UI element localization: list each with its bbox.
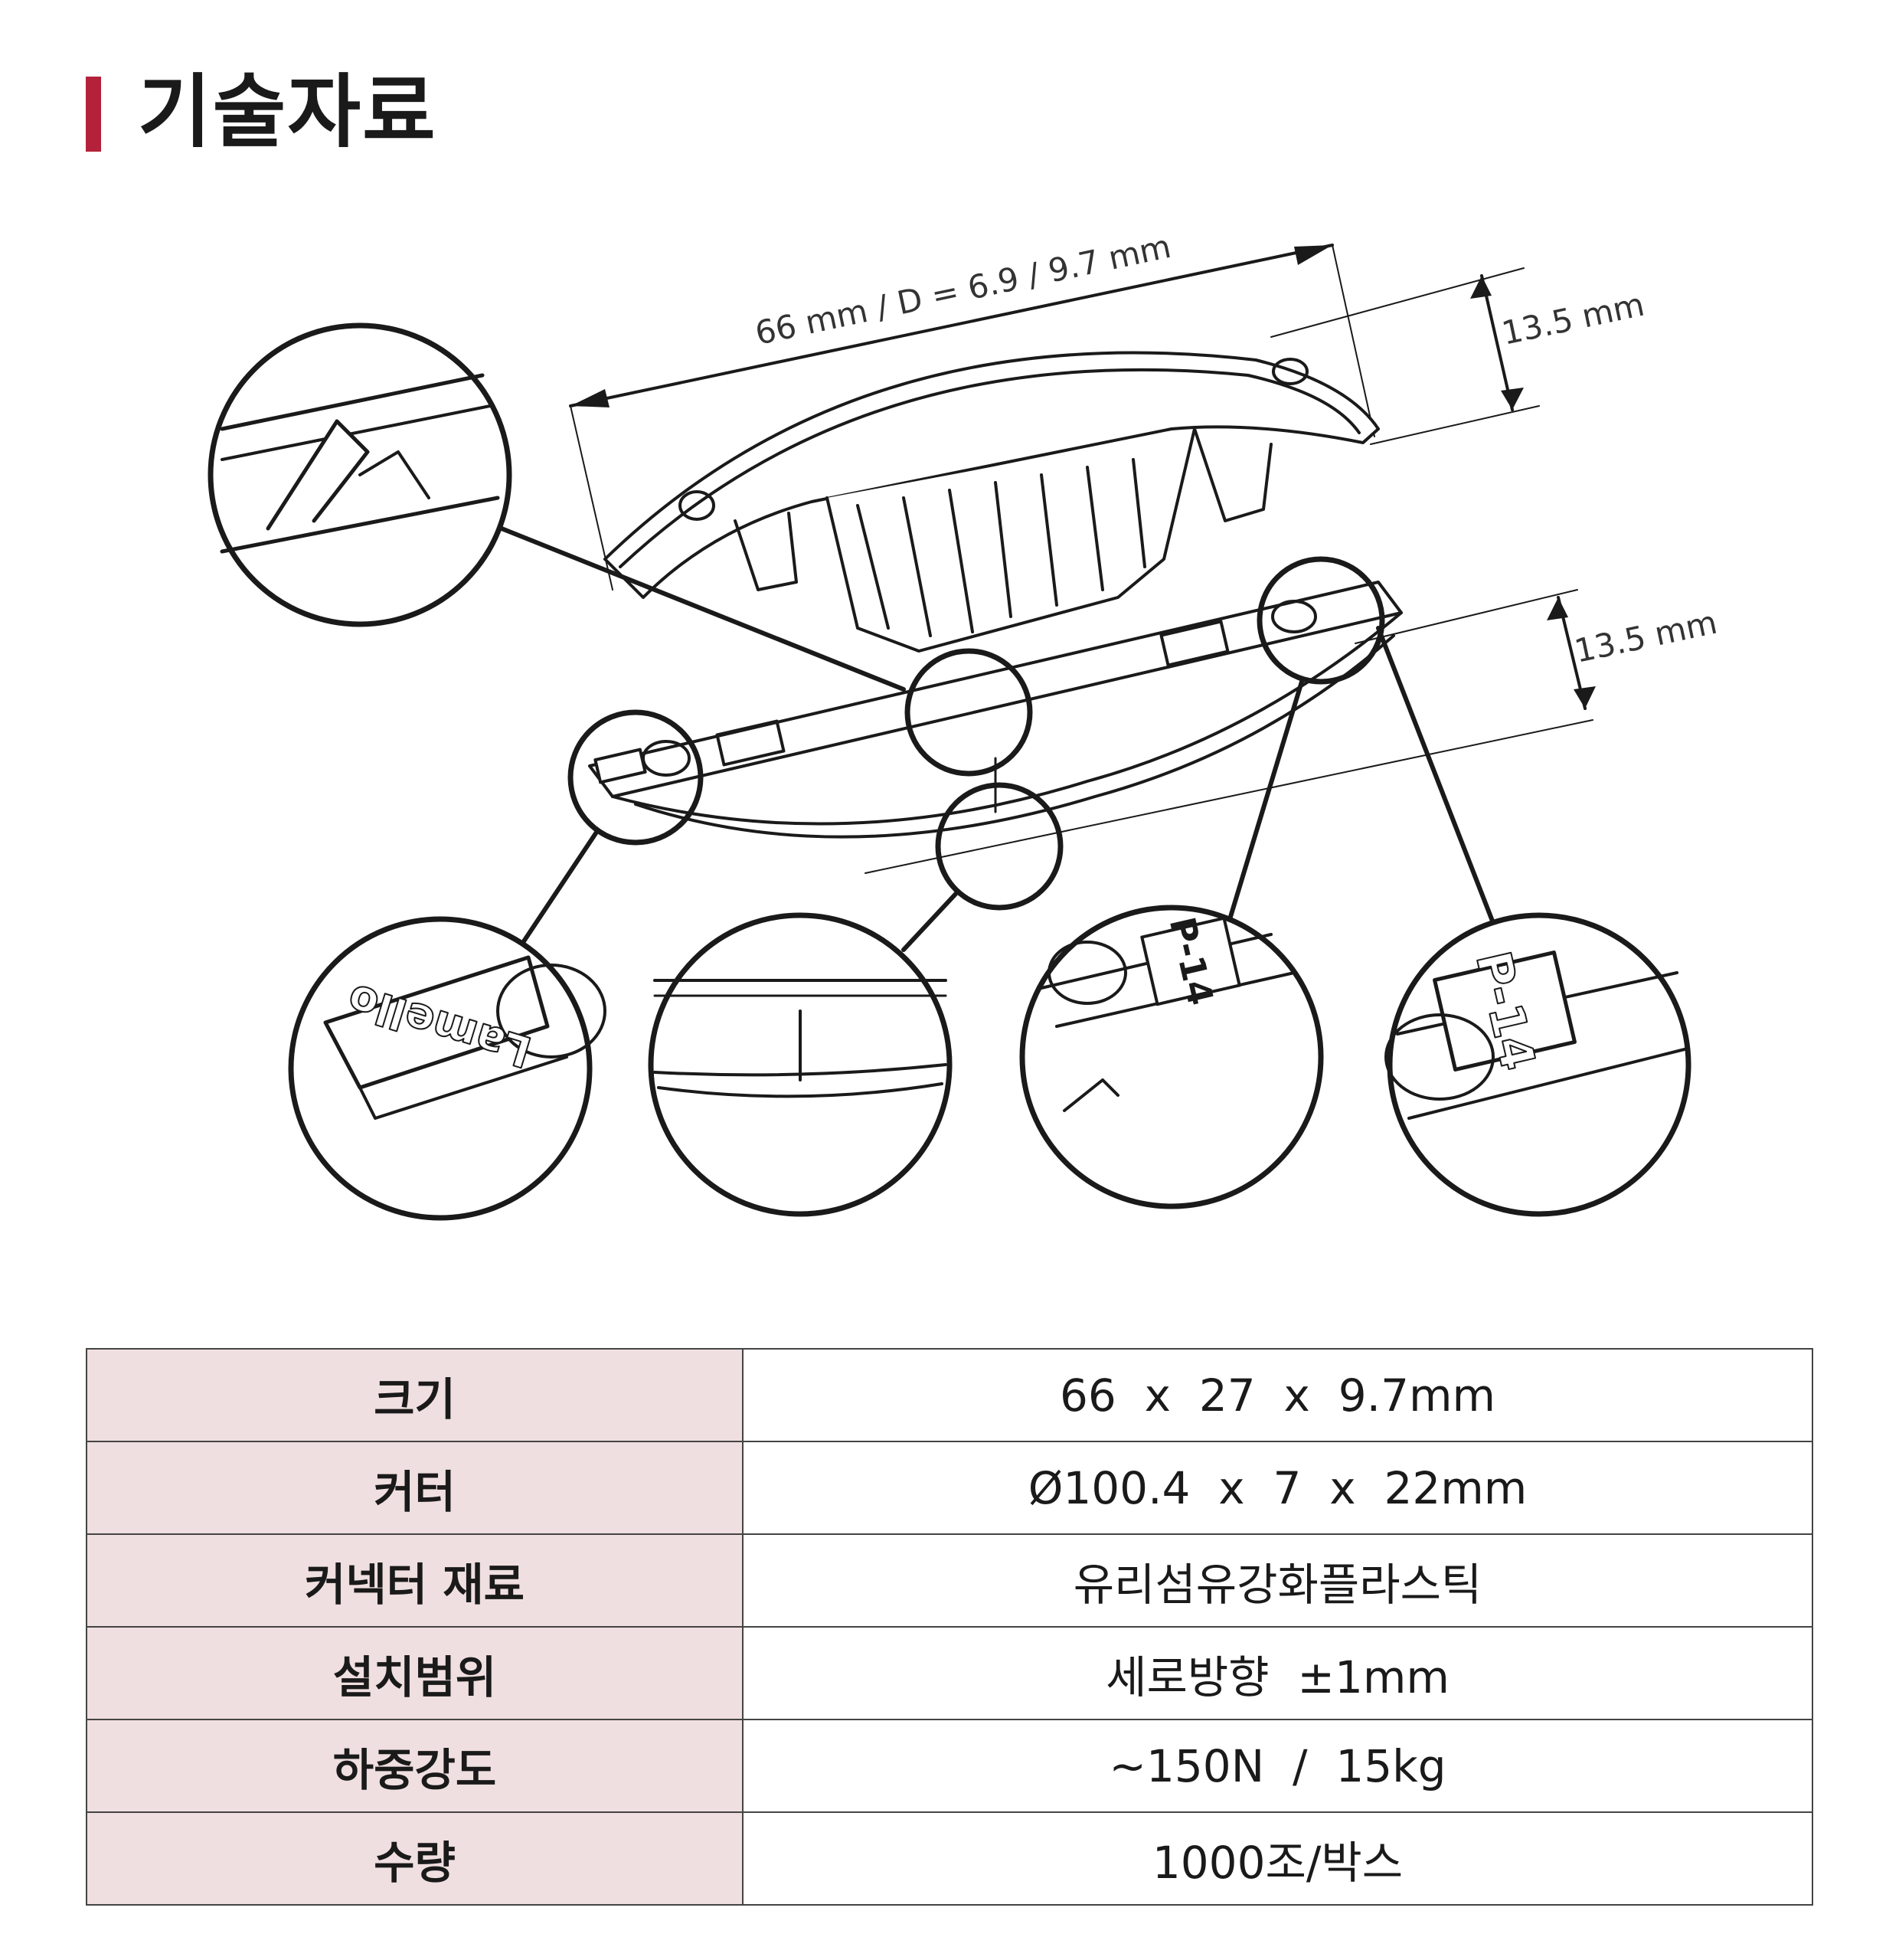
spec-label: 크기 [86, 1348, 744, 1442]
upper-connector [603, 351, 1380, 653]
spec-label: 수량 [86, 1811, 744, 1906]
leader-lines [518, 626, 1495, 952]
title-accent-bar [86, 77, 101, 152]
spec-value: 66 x 27 x 9.7mm [742, 1348, 1813, 1442]
spec-label: 하중강도 [86, 1719, 744, 1813]
table-row: 하중강도 ~150N / 15kg [86, 1719, 1813, 1813]
table-row: 크기 66 x 27 x 9.7mm [86, 1348, 1813, 1442]
spec-value: ~150N / 15kg [742, 1719, 1813, 1813]
page-title: 기술자료 [138, 65, 437, 159]
table-row: 수량 1000조/박스 [86, 1811, 1813, 1906]
detail-circle-code-2: P-14 [1384, 912, 1691, 1217]
height-dimension-bottom-label: 13.5 mm [1571, 604, 1721, 670]
spec-label: 커터 [86, 1441, 744, 1535]
detail-circle-logo: Lamello [288, 916, 606, 1221]
detail-circle-center [648, 912, 953, 1217]
spec-label: 설치범위 [86, 1626, 744, 1720]
spec-table: 크기 66 x 27 x 9.7mm 커터 Ø100.4 x 7 x 22mm … [86, 1348, 1813, 1906]
spec-value: 유리섬유강화플라스틱 [742, 1533, 1813, 1628]
spec-value: 1000조/박스 [742, 1811, 1813, 1906]
callout-markers [567, 556, 1385, 911]
height-dimension-top-label: 13.5 mm [1499, 286, 1648, 352]
callout-circle-top-left [208, 322, 1033, 777]
lower-connector [588, 581, 1403, 839]
spec-label: 커넥터 재료 [86, 1533, 744, 1628]
length-dimension-label: 66 mm / D = 6.9 / 9.7 mm [752, 227, 1174, 352]
spec-value: 세로방향 ±1mm [742, 1626, 1813, 1720]
detail-circle-code-1: P-14 [1019, 905, 1324, 1209]
technical-diagram: 66 mm / D = 6.9 / 9.7 mm 13.5 mm 13.5 mm [0, 199, 1899, 1241]
table-row: 커터 Ø100.4 x 7 x 22mm [86, 1441, 1813, 1535]
table-row: 설치범위 세로방향 ±1mm [86, 1626, 1813, 1720]
spec-value: Ø100.4 x 7 x 22mm [742, 1441, 1813, 1535]
table-row: 커넥터 재료 유리섬유강화플라스틱 [86, 1533, 1813, 1628]
